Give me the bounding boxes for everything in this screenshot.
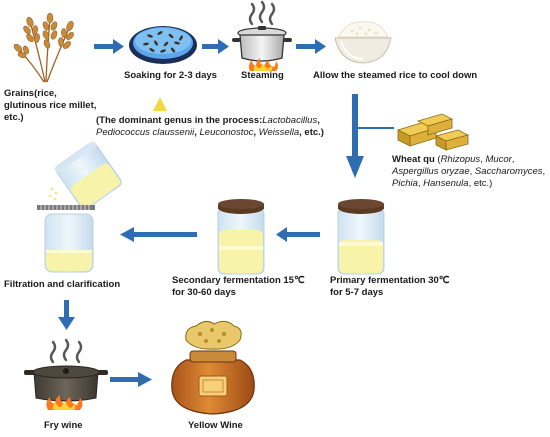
secondary-line2: for 30-60 days (172, 287, 236, 298)
fry-pot-icon (24, 338, 108, 410)
genus-lactobacillus: Lactobacillus (262, 115, 318, 126)
organism-sep-4: , (542, 166, 546, 177)
grains-label: Grains(rice, glutinous rice millet, etc.… (4, 88, 114, 124)
genus-note-close: , etc.) (299, 127, 324, 138)
arrow-cooling-to-primary (346, 94, 364, 178)
arrow-filtration-to-fry (58, 300, 75, 330)
yellow-wine-jar-icon (171, 320, 255, 415)
soaking-dish-icon (129, 26, 197, 64)
wheat-qu-label: Wheat qu (Rhizopus, Mucor,Aspergillus or… (392, 154, 548, 190)
arrow-steaming-to-cooling (296, 39, 326, 54)
wheat-qu-close: , etc.) (468, 178, 493, 189)
fry-wine-label: Fry wine (44, 420, 83, 431)
genus-leuconostoc: Leuconostoc (199, 127, 254, 138)
arrow-grains-to-soaking (94, 39, 124, 54)
arrow-secondary-to-filtration (120, 227, 197, 242)
organism-sep-2: , (511, 154, 515, 165)
steaming-flame-icon (248, 58, 278, 71)
genus-sep-1: , (317, 115, 320, 126)
indicator-arrow-icon (153, 97, 167, 111)
primary-fermentation-jar-icon (337, 199, 385, 275)
steaming-label: Steaming (241, 70, 284, 81)
organism-mucor: Mucor (485, 154, 512, 165)
steaming-pot-icon (232, 0, 292, 71)
soaking-label: Soaking for 2-3 days (124, 70, 217, 81)
organism-rhizopus: Rhizopus (440, 154, 481, 165)
rice-bowl-icon (334, 21, 392, 64)
fry-flame-icon (46, 395, 83, 410)
organism-sep-1: , (480, 154, 486, 165)
wheat-qu-title: Wheat qu (392, 154, 435, 165)
yellow-wine-label: Yellow Wine (188, 420, 243, 431)
arrow-primary-to-secondary (276, 227, 320, 242)
genus-weissella: Weissella (258, 127, 300, 138)
wheat-icon (13, 12, 74, 83)
filtration-label: Filtration and clarification (4, 279, 121, 290)
organism-hansenula: Hansenula (423, 178, 469, 189)
secondary-fermentation-label: Secondary fermentation 15℃ for 30-60 day… (172, 275, 305, 299)
primary-line1: Primary fermentation 30℃ (330, 275, 450, 286)
secondary-line1: Secondary fermentation 15℃ (172, 275, 305, 286)
cooling-label: Allow the steamed rice to cool down (313, 70, 478, 81)
genus-sep-3: , (253, 127, 259, 138)
genus-pediococcus: Pediococcus claussenii (96, 127, 195, 138)
arrow-fry-to-yellow-wine (110, 372, 152, 387)
secondary-fermentation-jar-icon (217, 199, 265, 275)
organism-sep-3: , (469, 166, 475, 177)
filtration-jar-icon (37, 140, 122, 273)
organism-sep-5: , (417, 178, 424, 189)
strainer-icon (37, 205, 95, 210)
organism-saccharomyces: Saccharomyces (474, 166, 543, 177)
primary-fermentation-label: Primary fermentation 30℃ for 5-7 days (330, 275, 449, 299)
wheat-qu-blocks-icon (396, 113, 470, 151)
dominant-genus-note: (The dominant genus in the process:Lacto… (96, 115, 356, 139)
grains-label-line2: glutinous rice millet, etc.) (4, 100, 97, 123)
arrow-soaking-to-steaming (202, 39, 229, 54)
genus-note-intro: (The dominant genus in the process: (96, 115, 263, 126)
genus-sep-2: , (194, 127, 200, 138)
organism-aspergillus: Aspergillus oryzae (392, 166, 470, 177)
primary-line2: for 5-7 days (330, 287, 384, 298)
organism-pichia: Pichia (392, 178, 418, 189)
grains-label-line1: Grains(rice, (4, 88, 57, 99)
wheat-qu-open: ( (434, 154, 441, 165)
